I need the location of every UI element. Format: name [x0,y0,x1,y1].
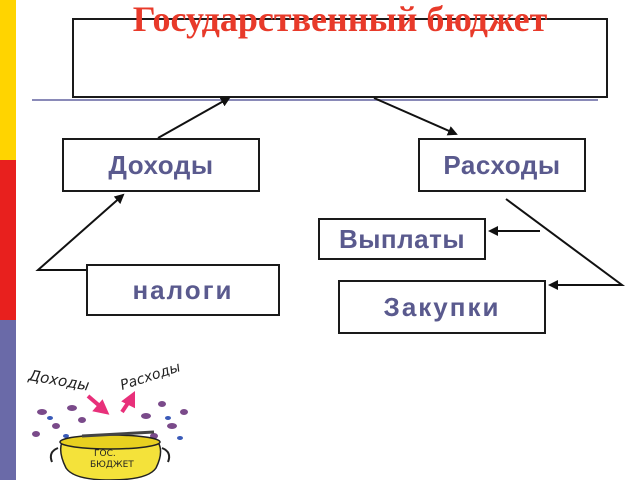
node-purchases: Закупки [338,280,546,334]
arrow-taxes-to-incomes [35,193,125,271]
stripe-red [0,160,16,320]
node-expenses: Расходы [418,138,586,192]
node-expenses-label: Расходы [443,149,561,180]
node-payments-label: Выплаты [338,223,466,254]
stripe-yellow [0,0,16,160]
arrow-expenses-to-purchases [505,198,626,290]
stripe-purple [0,320,16,480]
clipart-expenses-label: Расходы [118,359,182,393]
node-purchases-label: Закупки [383,291,501,322]
node-payments: Выплаты [318,218,486,260]
node-taxes-label: налоги [132,274,234,305]
clipart-coins [32,401,188,439]
clipart-pot: ГОС. БЮДЖЕТ [49,430,171,481]
budget-clipart: Доходы Расходы [22,356,198,481]
title-box [72,18,608,98]
clipart-incomes-label: Доходы [26,366,91,395]
clipart-pot-line1: ГОС. [94,449,116,459]
diagram-title: Государственный бюджет [132,0,548,39]
node-incomes-label: Доходы [108,149,214,180]
clipart-arrows [86,391,135,415]
arrow-budget-to-expenses [373,97,458,136]
clipart-coins-blue [47,416,183,440]
node-incomes: Доходы [62,138,260,192]
node-taxes: налоги [86,264,280,316]
arrow-incomes-to-budget [157,97,231,139]
clipart-pot-line2: БЮДЖЕТ [90,460,134,470]
